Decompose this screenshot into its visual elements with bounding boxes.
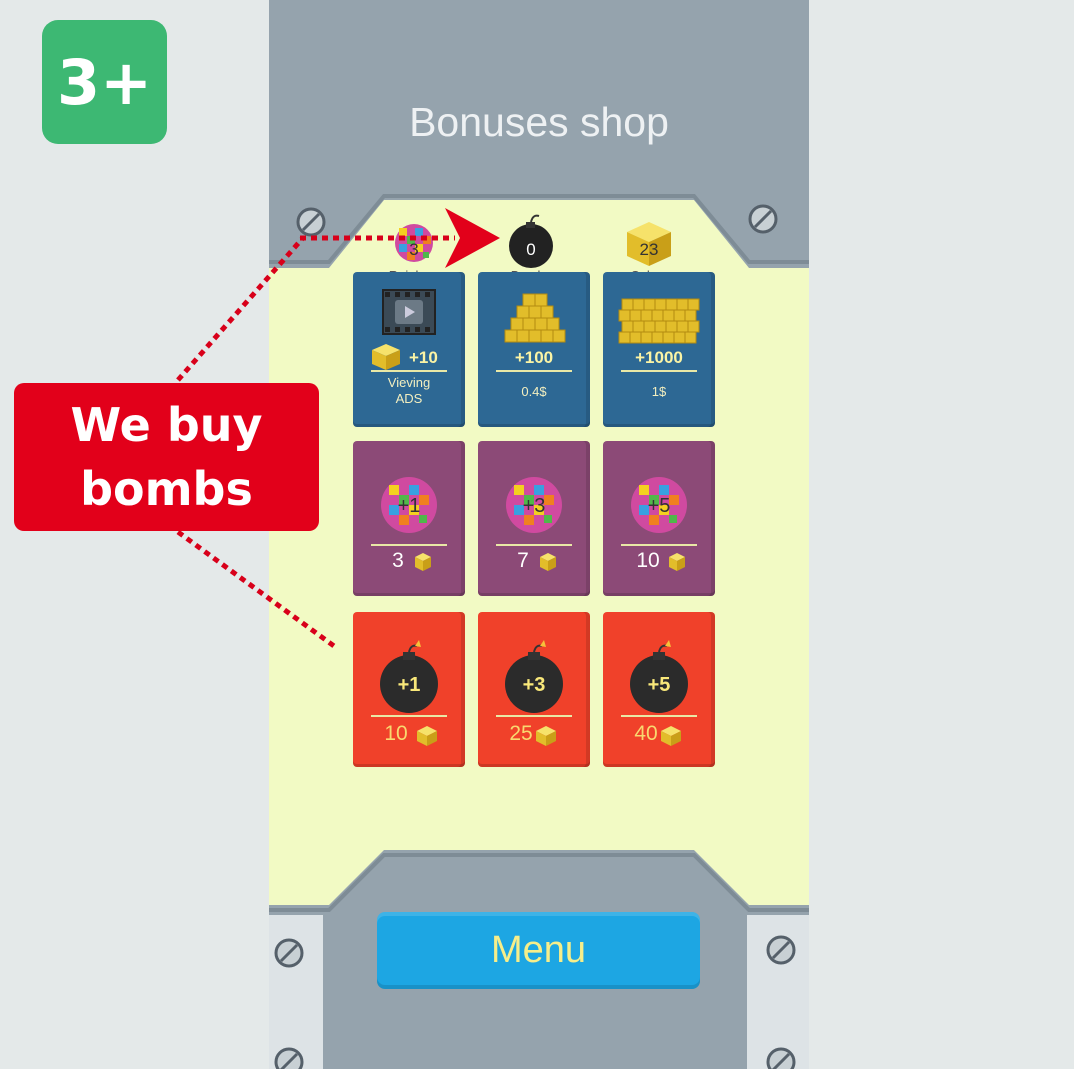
screw-icon bbox=[748, 204, 778, 234]
bomb-icon bbox=[505, 640, 563, 746]
film-icon bbox=[372, 289, 436, 370]
bomb-label: Bombs bbox=[481, 268, 581, 274]
offer-amount: +10 bbox=[409, 348, 438, 367]
cube-counter: 23 Cubes bbox=[619, 220, 679, 276]
offer-amount: +1 bbox=[397, 674, 421, 696]
divider bbox=[621, 715, 697, 717]
offer-amount: +1000 bbox=[635, 348, 683, 367]
screw-icon bbox=[766, 935, 796, 965]
rainbow-ball-icon bbox=[631, 477, 687, 571]
gold-cube-icon bbox=[627, 222, 671, 266]
header-bar: Bonuses shop bbox=[269, 0, 809, 180]
offer-amount: +100 bbox=[514, 348, 554, 367]
divider bbox=[371, 370, 447, 372]
divider bbox=[371, 544, 447, 546]
offer-amount: +3 bbox=[522, 674, 546, 696]
offer-price: 1$ bbox=[651, 384, 667, 399]
cube-pile-icon bbox=[504, 293, 566, 343]
offer-card-bomb-3[interactable]: +3 25 bbox=[478, 612, 590, 767]
offer-card-rainbow-1[interactable]: +1 3 bbox=[353, 441, 465, 596]
offer-amount: +5 bbox=[647, 674, 671, 696]
offer-card-rainbow-3[interactable]: +3 7 bbox=[478, 441, 590, 596]
offer-card-cubes-ads[interactable]: +10 Vieving ADS bbox=[353, 272, 465, 427]
screw-icon bbox=[766, 1047, 796, 1069]
offer-card-bomb-1[interactable]: +1 10 bbox=[353, 612, 465, 767]
offer-cost: 40 bbox=[634, 722, 658, 745]
offer-cost: 10 bbox=[636, 549, 660, 572]
offer-amount: +1 bbox=[397, 495, 421, 517]
divider bbox=[496, 715, 572, 717]
page-title: Bonuses shop bbox=[409, 99, 669, 145]
rainbow-count: 3 bbox=[409, 240, 419, 259]
offer-card-cubes-100[interactable]: +100 0.4$ bbox=[478, 272, 590, 427]
offer-card-cubes-1000[interactable]: +1000 1$ bbox=[603, 272, 715, 427]
screw-icon bbox=[274, 1047, 304, 1069]
bomb-counter: 0 Bombs bbox=[501, 220, 561, 276]
screw-icon bbox=[296, 207, 326, 237]
callout-label: We buy bombs bbox=[14, 383, 319, 531]
rainbow-label: Rainbow bbox=[364, 268, 464, 274]
offer-card-bomb-5[interactable]: +5 40 bbox=[603, 612, 715, 767]
divider bbox=[496, 370, 572, 372]
game-screen: Bonuses shop bbox=[269, 0, 809, 1069]
divider bbox=[621, 544, 697, 546]
cube-count: 23 bbox=[639, 240, 659, 259]
bomb-icon bbox=[380, 640, 438, 746]
divider bbox=[621, 370, 697, 372]
cube-label: Cubes bbox=[599, 268, 699, 274]
screw-icon bbox=[274, 938, 304, 968]
rainbow-ball-icon bbox=[381, 477, 437, 571]
offer-card-rainbow-5[interactable]: +5 10 bbox=[603, 441, 715, 596]
age-rating-badge: 3+ bbox=[42, 20, 167, 144]
offer-amount: +5 bbox=[647, 495, 671, 517]
offer-cost: 25 bbox=[509, 722, 533, 745]
offer-cost: 7 bbox=[517, 549, 529, 572]
bomb-count: 0 bbox=[526, 240, 536, 259]
divider bbox=[496, 544, 572, 546]
menu-button[interactable]: Menu bbox=[377, 912, 700, 989]
offer-cost: 10 bbox=[384, 722, 408, 745]
rainbow-counter: 3 Rainbow bbox=[384, 220, 444, 276]
offer-amount: +3 bbox=[522, 495, 546, 517]
cube-stack-icon bbox=[618, 298, 700, 344]
bomb-icon bbox=[630, 640, 688, 746]
bomb-icon bbox=[509, 214, 553, 268]
offer-cost: 3 bbox=[392, 549, 404, 572]
rainbow-ball-icon bbox=[506, 477, 562, 571]
offer-price: Vieving ADS bbox=[387, 375, 431, 406]
divider bbox=[371, 715, 447, 717]
offer-price: 0.4$ bbox=[521, 384, 547, 399]
